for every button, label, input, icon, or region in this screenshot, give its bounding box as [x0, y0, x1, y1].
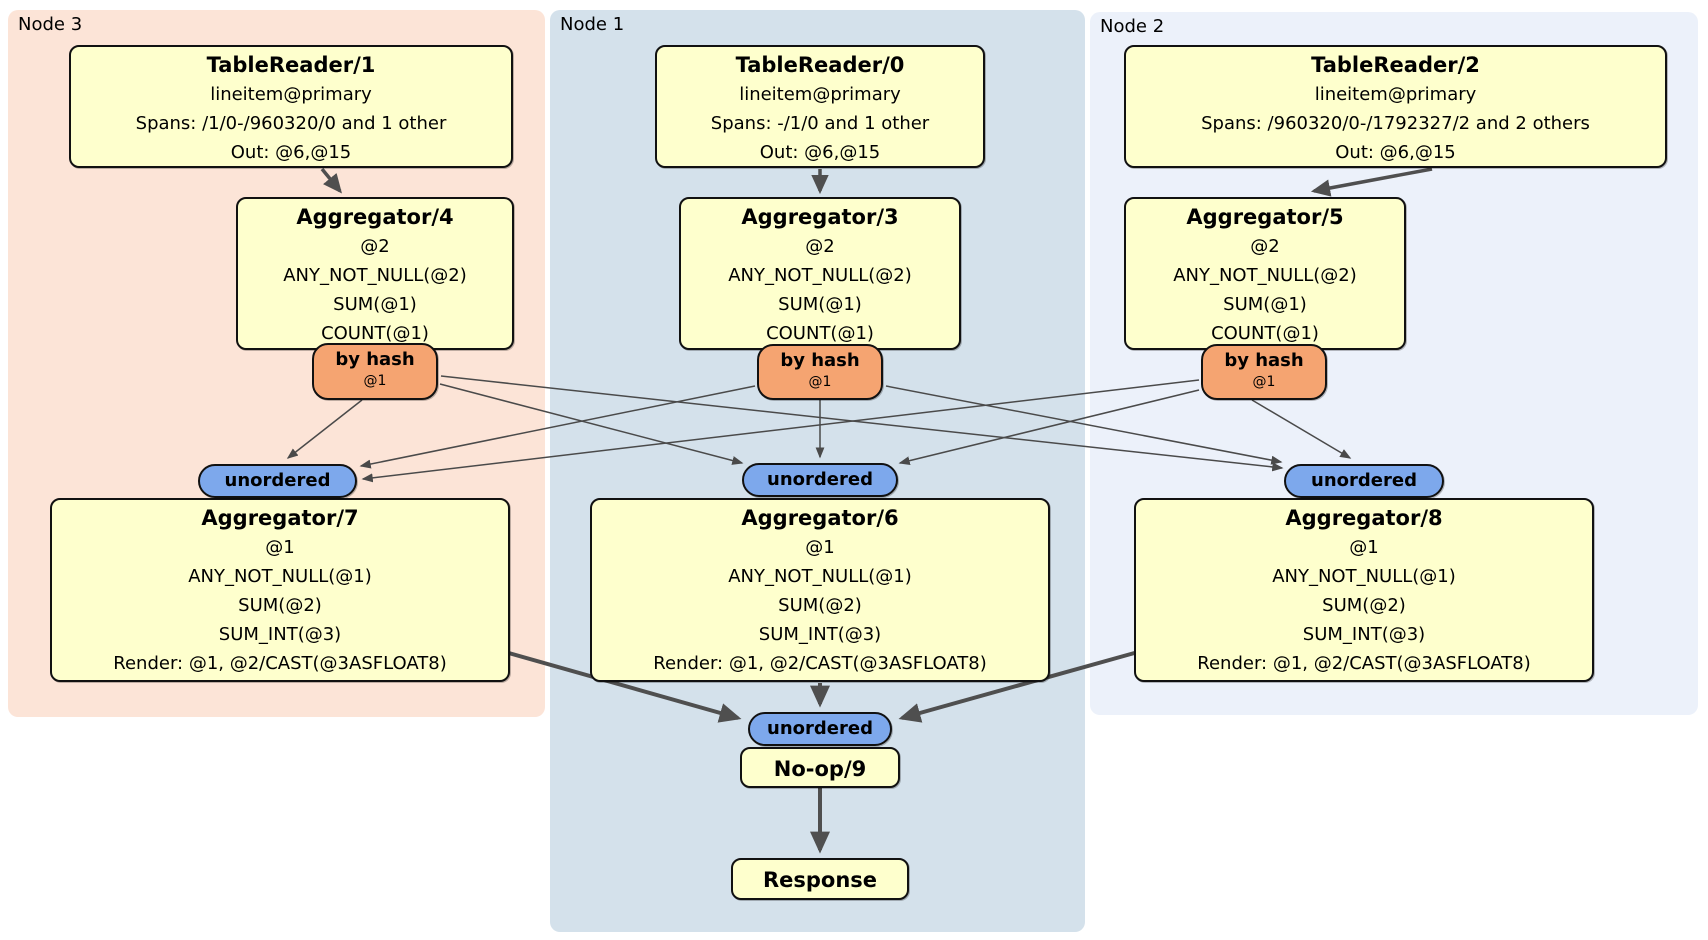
processor-title: Aggregator/3 — [741, 205, 899, 229]
sync-label: unordered — [1311, 470, 1417, 491]
processor-detail: COUNT(@1) — [1211, 323, 1319, 344]
processor-detail: SUM_INT(@3) — [758, 624, 882, 645]
edge-hash3-unordered-center — [439, 383, 744, 465]
edge-hash2-unordered-right — [1251, 399, 1352, 459]
processor-title: Aggregator/4 — [296, 205, 454, 229]
processor-detail: lineitem@primary — [1314, 84, 1477, 105]
processor-detail: @1 — [805, 537, 835, 558]
processor-aggregator-3: Aggregator/3 @2 ANY_NOT_NULL(@2) SUM(@1)… — [679, 197, 961, 350]
node-3-label: Node 3 — [18, 14, 83, 35]
processor-detail: @2 — [805, 236, 835, 257]
processor-aggregator-8: Aggregator/8 @1 ANY_NOT_NULL(@1) SUM(@2)… — [1134, 498, 1594, 682]
processor-detail: COUNT(@1) — [321, 323, 429, 344]
processor-title: TableReader/0 — [735, 53, 905, 77]
processor-tablereader-2: TableReader/2 lineitem@primary Spans: /9… — [1124, 45, 1667, 168]
processor-aggregator-7: Aggregator/7 @1 ANY_NOT_NULL(@1) SUM(@2)… — [50, 498, 510, 682]
processor-aggregator-5: Aggregator/5 @2 ANY_NOT_NULL(@2) SUM(@1)… — [1124, 197, 1406, 350]
router-detail: @1 — [808, 374, 832, 390]
processor-detail: Out: @6,@15 — [230, 142, 352, 163]
router-detail: @1 — [1252, 374, 1276, 390]
processor-title: TableReader/2 — [1311, 53, 1480, 77]
sync-unordered-left: unordered — [198, 464, 357, 498]
processor-detail: Spans: -/1/0 and 1 other — [710, 113, 930, 134]
processor-title: Aggregator/8 — [1285, 506, 1443, 530]
processor-aggregator-4: Aggregator/4 @2 ANY_NOT_NULL(@2) SUM(@1)… — [236, 197, 514, 350]
processor-detail: ANY_NOT_NULL(@1) — [728, 566, 912, 587]
processor-aggregator-6: Aggregator/6 @1 ANY_NOT_NULL(@1) SUM(@2)… — [590, 498, 1050, 682]
router-by-hash-node1: by hash @1 — [757, 344, 883, 400]
processor-detail: ANY_NOT_NULL(@2) — [728, 265, 912, 286]
processor-detail: SUM_INT(@3) — [1302, 624, 1426, 645]
router-label: by hash — [1224, 350, 1304, 371]
processor-detail: @1 — [1349, 537, 1379, 558]
processor-detail: Spans: /960320/0-/1792327/2 and 2 others — [1201, 113, 1590, 134]
processor-detail: lineitem@primary — [739, 84, 901, 105]
processor-title: Aggregator/6 — [741, 506, 899, 530]
processor-noop-9: No-op/9 — [740, 747, 900, 788]
edge-hash3-unordered-right — [440, 375, 1284, 472]
processor-title: Aggregator/7 — [201, 506, 359, 530]
processor-detail: @2 — [1250, 236, 1280, 257]
processor-detail: @1 — [265, 537, 295, 558]
processor-detail: SUM_INT(@3) — [218, 624, 342, 645]
processor-title: Aggregator/5 — [1186, 205, 1344, 229]
edge-aggregator7-unordered-bottom — [504, 650, 742, 723]
sync-unordered-bottom: unordered — [748, 712, 892, 746]
router-label: by hash — [780, 350, 860, 371]
edge-tablereader1-aggregator4 — [320, 167, 342, 194]
router-by-hash-node2: by hash @1 — [1201, 344, 1327, 400]
processor-title: No-op/9 — [773, 757, 867, 781]
edge-hash1-unordered-left — [359, 385, 756, 469]
processor-title: TableReader/1 — [206, 53, 376, 77]
node-2-label: Node 2 — [1100, 16, 1165, 37]
response-box: Response — [731, 858, 909, 900]
processor-detail: SUM(@2) — [238, 595, 322, 616]
processor-detail: SUM(@1) — [778, 294, 862, 315]
processor-detail: @2 — [360, 236, 390, 257]
processor-detail: SUM(@2) — [1322, 595, 1406, 616]
processor-detail: COUNT(@1) — [766, 323, 874, 344]
processor-detail: Out: @6,@15 — [1335, 142, 1456, 163]
processor-detail: ANY_NOT_NULL(@1) — [188, 566, 372, 587]
edge-hash2-unordered-left — [361, 379, 1200, 483]
edge-tablereader2-aggregator5 — [1310, 167, 1433, 197]
processor-detail: ANY_NOT_NULL(@2) — [1173, 265, 1357, 286]
router-detail: @1 — [363, 373, 387, 389]
sync-label: unordered — [767, 469, 873, 490]
processor-detail: SUM(@1) — [1223, 294, 1307, 315]
processor-detail: Out: @6,@15 — [759, 142, 881, 163]
processor-detail: Spans: /1/0-/960320/0 and 1 other — [135, 113, 447, 134]
sync-unordered-center: unordered — [742, 463, 898, 497]
sync-label: unordered — [224, 470, 331, 491]
edge-hash3-unordered-left — [286, 399, 363, 459]
processor-detail: ANY_NOT_NULL(@2) — [283, 265, 467, 286]
processor-detail: Render: @1, @2/CAST(@3ASFLOAT8) — [113, 653, 447, 674]
processor-tablereader-0: TableReader/0 lineitem@primary Spans: -/… — [655, 45, 985, 168]
edge-hash2-unordered-center — [898, 389, 1200, 466]
processor-detail: SUM(@2) — [778, 595, 862, 616]
processor-detail: Render: @1, @2/CAST(@3ASFLOAT8) — [1197, 653, 1531, 674]
node-1-label: Node 1 — [560, 14, 625, 35]
router-by-hash-node3: by hash @1 — [312, 343, 438, 400]
processor-tablereader-1: TableReader/1 lineitem@primary Spans: /1… — [69, 45, 513, 168]
processor-detail: SUM(@1) — [333, 294, 417, 315]
processor-title: Response — [762, 868, 878, 892]
sync-unordered-right: unordered — [1284, 464, 1444, 498]
sync-label: unordered — [767, 718, 873, 739]
processor-detail: ANY_NOT_NULL(@1) — [1272, 566, 1456, 587]
edge-aggregator8-unordered-bottom — [898, 650, 1139, 723]
processor-detail: Render: @1, @2/CAST(@3ASFLOAT8) — [653, 653, 987, 674]
edge-hash1-unordered-right — [885, 385, 1283, 465]
router-label: by hash — [335, 349, 415, 370]
processor-detail: lineitem@primary — [210, 84, 372, 105]
